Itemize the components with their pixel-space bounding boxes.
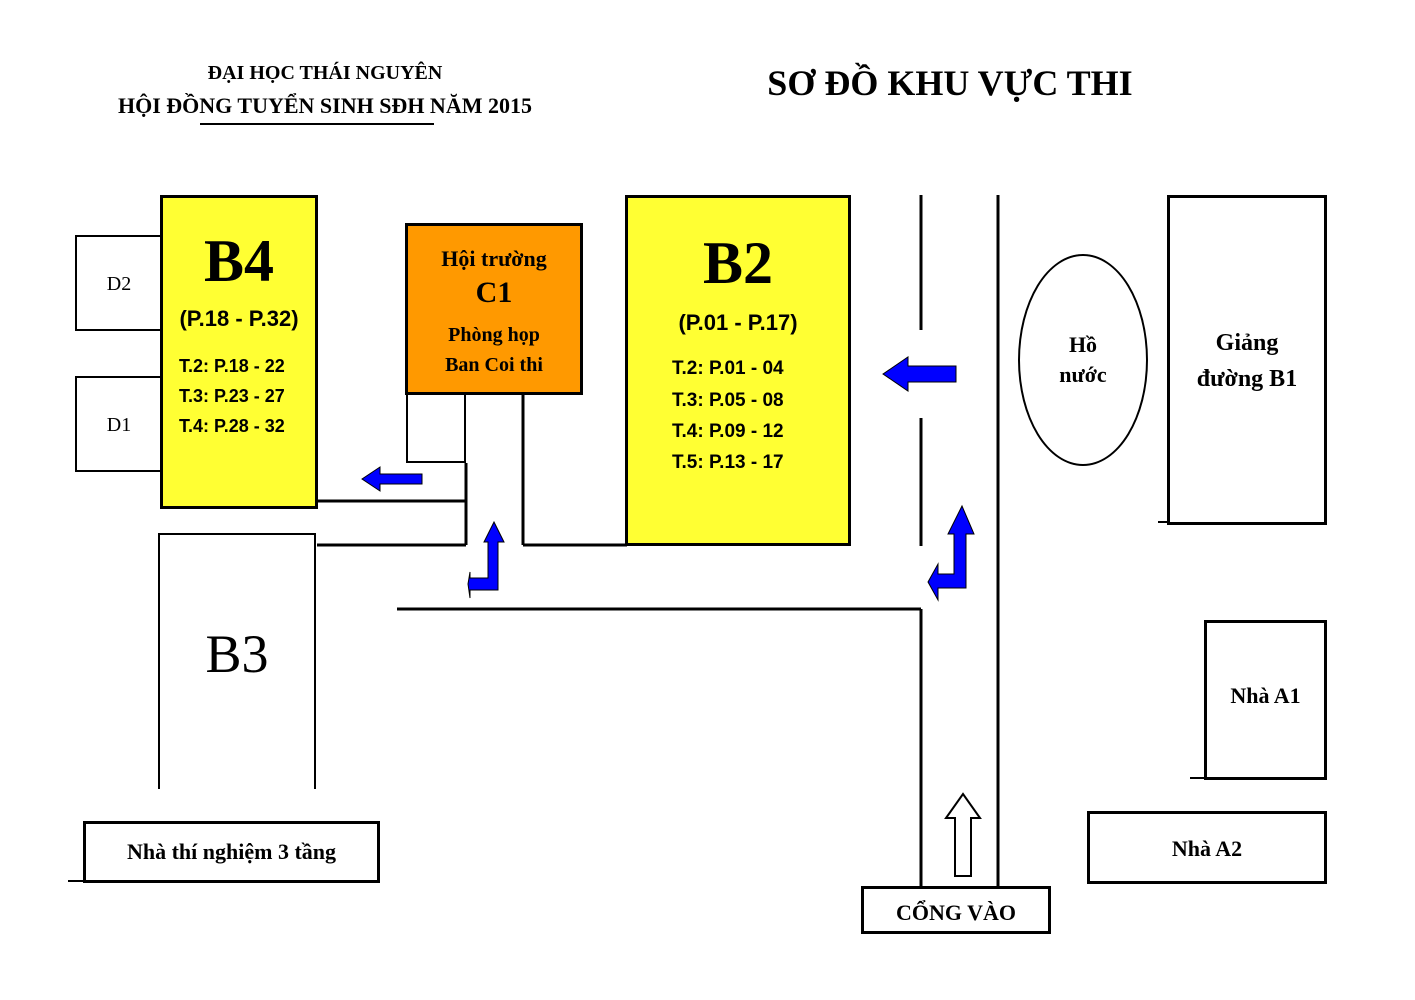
building-d1-label: D1 — [106, 414, 132, 436]
building-b4-name: B4 — [203, 228, 275, 294]
council-underline — [200, 123, 434, 125]
building-b4-range: (P.18 - P.32) — [179, 306, 299, 331]
building-lab: Nhà thí nghiệm 3 tầng — [83, 821, 380, 883]
lab-tick — [68, 880, 84, 882]
building-d1: D1 — [75, 376, 161, 472]
building-c1-line3: Phòng họp — [448, 324, 540, 346]
arrow-turn-up-to-c1-icon — [467, 520, 505, 599]
building-lab-name: Nhà thí nghiệm 3 tầng — [126, 839, 337, 864]
building-b2-floor-3: T.4: P.09 - 12 — [672, 421, 784, 442]
building-c1: Hội trường C1 Phòng họp Ban Coi thi — [405, 223, 583, 395]
a1-tick — [1190, 777, 1206, 779]
map-title: SƠ ĐỒ KHU VỰC THI — [767, 63, 1133, 103]
building-a2-name: Nhà A2 — [1171, 836, 1243, 861]
arrow-turn-up-to-b1-icon — [927, 504, 975, 602]
lake-line2: nước — [1059, 362, 1107, 387]
building-b1: Giảng đường B1 — [1167, 195, 1327, 525]
entrance-gate-label: CỔNG VÀO — [896, 900, 1016, 925]
building-b2-floor-4: T.5: P.13 - 17 — [672, 452, 784, 473]
building-b4: B4 (P.18 - P.32) T.2: P.18 - 22 T.3: P.2… — [160, 195, 318, 509]
building-b2: B2 (P.01 - P.17) T.2: P.01 - 04 T.3: P.0… — [625, 195, 851, 546]
building-b3: B3 — [158, 533, 316, 789]
entrance-gate: CỔNG VÀO — [861, 886, 1051, 934]
building-d2: D2 — [75, 235, 161, 331]
building-b4-floor-2: T.3: P.23 - 27 — [179, 386, 285, 406]
building-b4-floor-1: T.2: P.18 - 22 — [179, 356, 285, 376]
building-b2-range: (P.01 - P.17) — [678, 310, 798, 335]
c1-annex — [406, 393, 466, 463]
building-c1-line4: Ban Coi thi — [445, 354, 543, 376]
building-b2-floor-1: T.2: P.01 - 04 — [672, 358, 784, 379]
building-b1-line1: Giảng — [1215, 330, 1279, 356]
lake: Hồ nước — [1018, 254, 1148, 466]
building-b2-floor-2: T.3: P.05 - 08 — [672, 390, 784, 411]
building-c1-line2: C1 — [475, 276, 513, 309]
building-b4-floor-3: T.4: P.28 - 32 — [179, 416, 285, 436]
council-name: HỘI ĐỒNG TUYỂN SINH SĐH NĂM 2015 — [118, 93, 532, 118]
building-c1-line1: Hội trường — [441, 246, 547, 271]
building-d2-label: D2 — [106, 273, 132, 295]
arrow-up-entrance-icon — [944, 792, 982, 877]
org-name: ĐẠI HỌC THÁI NGUYÊN — [207, 62, 443, 84]
building-a1-name: Nhà A1 — [1230, 683, 1301, 708]
building-b3-name: B3 — [205, 624, 269, 684]
building-b1-line2: đường B1 — [1196, 366, 1298, 392]
arrow-left-to-b2-icon — [882, 356, 957, 392]
arrow-left-to-b4-icon — [361, 466, 423, 492]
lake-line1: Hồ — [1068, 332, 1098, 357]
building-a1: Nhà A1 — [1204, 620, 1327, 780]
building-b2-name: B2 — [702, 230, 774, 296]
building-a2: Nhà A2 — [1087, 811, 1327, 884]
